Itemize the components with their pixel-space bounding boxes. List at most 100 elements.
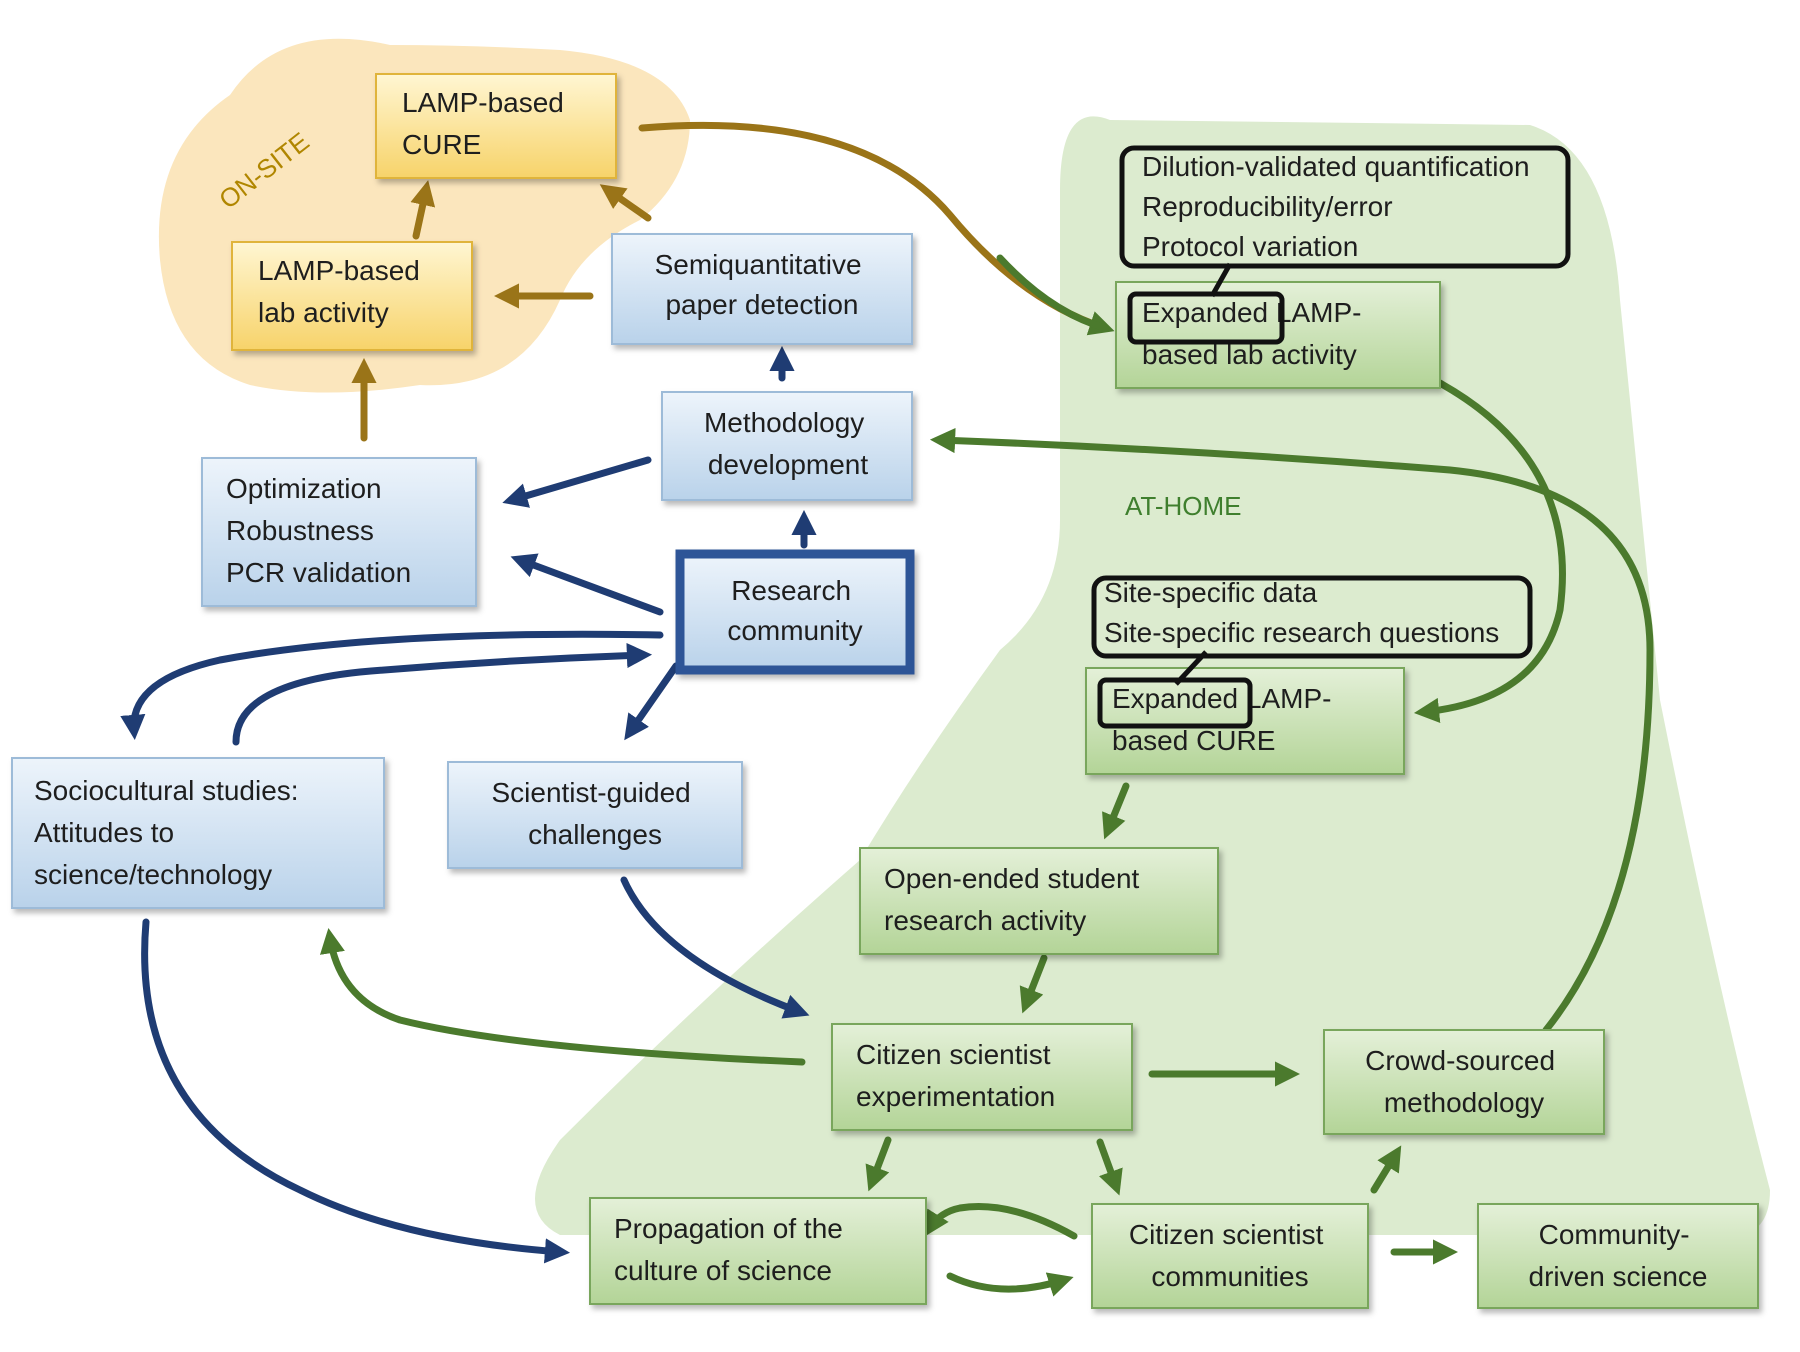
node-optimization-line-3: PCR validation xyxy=(226,557,411,588)
arrows-green xyxy=(319,121,1654,1297)
node-box xyxy=(1323,1029,1605,1135)
node-crowd-sourced-line-2: methodology xyxy=(1384,1087,1544,1118)
arrow-expanded-cure-to-open-ended xyxy=(1102,782,1130,840)
node-research-community: Research community xyxy=(675,549,915,675)
svg-text:Research community: Research community xyxy=(727,575,862,646)
node-lamp-cure-line-1: LAMP-based xyxy=(402,87,564,118)
node-box xyxy=(611,233,913,345)
node-box xyxy=(859,847,1219,955)
node-citizen-experimentation-line-2: experimentation xyxy=(856,1081,1055,1112)
arrow-research-to-sociocultural xyxy=(120,630,664,741)
node-box xyxy=(675,549,915,675)
svg-text:Dilution-validated quantificat: Dilution-validated quantification Reprod… xyxy=(1142,151,1537,262)
node-propagation-line-2: culture of science xyxy=(614,1255,832,1286)
node-box xyxy=(589,1197,927,1305)
node-citizen-communities-line-1: Citizen scientist xyxy=(1129,1219,1324,1250)
node-sociocultural-line-1: Sociocultural studies: xyxy=(34,775,299,806)
node-crowd-sourced: Crowd-sourced methodology xyxy=(1323,1029,1605,1135)
node-lamp-cure: LAMP-based CURE xyxy=(375,73,617,179)
node-citizen-communities-line-2: communities xyxy=(1151,1261,1308,1292)
svg-text:Community- driven scienc: Community- driven science xyxy=(1529,1219,1708,1292)
callout-cure-features-line-2: Site-specific research questions xyxy=(1104,617,1499,648)
node-community-driven-line-2: driven science xyxy=(1529,1261,1708,1292)
at-home-label: AT-HOME xyxy=(1125,491,1242,521)
node-methodology-line-2: development xyxy=(708,449,869,480)
svg-text:Propagation of the cultu: Propagation of the culture of science xyxy=(614,1213,851,1286)
arrow-citizen-to-propagation xyxy=(865,1136,892,1192)
node-box xyxy=(831,1023,1133,1131)
svg-text:Expanded LAMP- based CU: Expanded LAMP- based CURE xyxy=(1112,683,1339,756)
callout-cure-features-line-1: Site-specific data xyxy=(1104,577,1318,608)
node-lamp-lab-line-1: LAMP-based xyxy=(258,255,420,286)
svg-text:Semiquantitative paper d: Semiquantitative paper detection xyxy=(655,249,870,320)
node-lamp-lab-line-2: lab activity xyxy=(258,297,389,328)
node-semiquant-line-2: paper detection xyxy=(665,289,858,320)
node-open-ended-line-2: research activity xyxy=(884,905,1086,936)
node-methodology-line-1: Methodology xyxy=(704,407,864,438)
expanded-highlight xyxy=(1127,291,1285,345)
node-optimization-line-1: Optimization xyxy=(226,473,382,504)
callout-connector xyxy=(1209,262,1233,298)
svg-text:Site-specific data Site-: Site-specific data Site-specific researc… xyxy=(1104,577,1499,648)
node-box xyxy=(1091,1203,1369,1309)
node-expanded-cure-line-1: Expanded LAMP- xyxy=(1112,683,1331,714)
callout-lab-features: Dilution-validated quantification Reprod… xyxy=(1119,145,1571,298)
svg-text:Citizen scientist experi: Citizen scientist experimentation xyxy=(856,1039,1058,1112)
svg-text:LAMP-based lab activity: LAMP-based lab activity xyxy=(258,255,428,328)
node-sociocultural-line-3: science/technology xyxy=(34,859,272,890)
svg-text:Optimization Robustness: Optimization Robustness PCR validation xyxy=(226,473,411,588)
node-expanded-lab-line-1: Expanded LAMP- xyxy=(1142,297,1361,328)
node-box xyxy=(1477,1203,1759,1309)
node-box xyxy=(661,391,913,501)
callout-box xyxy=(1091,575,1533,659)
arrow-communities-to-propagation xyxy=(924,1203,1078,1240)
node-box xyxy=(1085,667,1405,775)
node-sociocultural: Sociocultural studies: Attitudes to scie… xyxy=(11,757,385,909)
node-semiquant-line-1: Semiquantitative xyxy=(655,249,862,280)
arrow-research-to-optimization xyxy=(510,553,664,616)
node-propagation-line-1: Propagation of the xyxy=(614,1213,843,1244)
arrow-citizen-to-communities xyxy=(1096,1138,1123,1196)
svg-text:Scientist-guided challen: Scientist-guided challenges xyxy=(491,777,698,850)
callout-lab-features-line-1: Dilution-validated quantification xyxy=(1142,151,1530,182)
svg-text:LAMP-based CURE: LAMP-based CURE xyxy=(402,87,572,160)
arrow-semiquant-to-cure xyxy=(599,184,652,222)
arrow-communities-to-crowd xyxy=(1370,1145,1402,1194)
callout-lab-features-line-2: Reproducibility/error xyxy=(1142,191,1393,222)
arrow-expanded-lab-to-expanded-cure xyxy=(1413,378,1566,723)
node-box xyxy=(375,73,617,179)
node-research-community-line-2: community xyxy=(727,615,862,646)
node-citizen-experimentation-line-1: Citizen scientist xyxy=(856,1039,1051,1070)
node-expanded-cure-line-2: based CURE xyxy=(1112,725,1275,756)
expanded-highlight xyxy=(1097,677,1253,729)
node-box xyxy=(1115,281,1441,389)
node-community-driven: Community- driven science xyxy=(1477,1203,1759,1309)
callout-box xyxy=(1119,145,1571,269)
arrow-research-to-scientist-guided xyxy=(624,662,680,741)
node-citizen-communities: Citizen scientist communities xyxy=(1091,1203,1369,1309)
node-research-community-line-1: Research xyxy=(731,575,851,606)
arrows-gold xyxy=(351,180,652,442)
callout-cure-features: Site-specific data Site-specific researc… xyxy=(1091,575,1533,686)
svg-text:Open-ended student resea: Open-ended student research activity xyxy=(884,863,1147,936)
callout-lab-features-line-3: Protocol variation xyxy=(1142,231,1358,262)
node-box xyxy=(201,457,477,607)
node-lamp-lab: LAMP-based lab activity xyxy=(231,241,473,351)
node-open-ended-line-1: Open-ended student xyxy=(884,863,1140,894)
node-crowd-sourced-line-1: Crowd-sourced xyxy=(1365,1045,1555,1076)
node-community-driven-line-1: Community- xyxy=(1539,1219,1690,1250)
node-open-ended: Open-ended student research activity xyxy=(859,847,1219,955)
arrow-methodology-to-optimization xyxy=(502,456,652,508)
node-box xyxy=(447,761,743,869)
arrow-sociocultural-to-propagation xyxy=(141,918,571,1264)
arrow-cure-to-expanded-lab-green xyxy=(996,254,1109,332)
node-semiquant: Semiquantitative paper detection xyxy=(611,233,913,345)
arrows-navy xyxy=(120,345,817,1264)
arrow-sociocultural-to-research xyxy=(232,642,653,746)
node-optimization-line-2: Robustness xyxy=(226,515,374,546)
arrow-citizen-to-sociocultural xyxy=(319,928,806,1066)
arrow-scientist-guided-to-citizen xyxy=(620,876,810,1019)
node-methodology: Methodology development xyxy=(661,391,913,501)
node-box xyxy=(231,241,473,351)
